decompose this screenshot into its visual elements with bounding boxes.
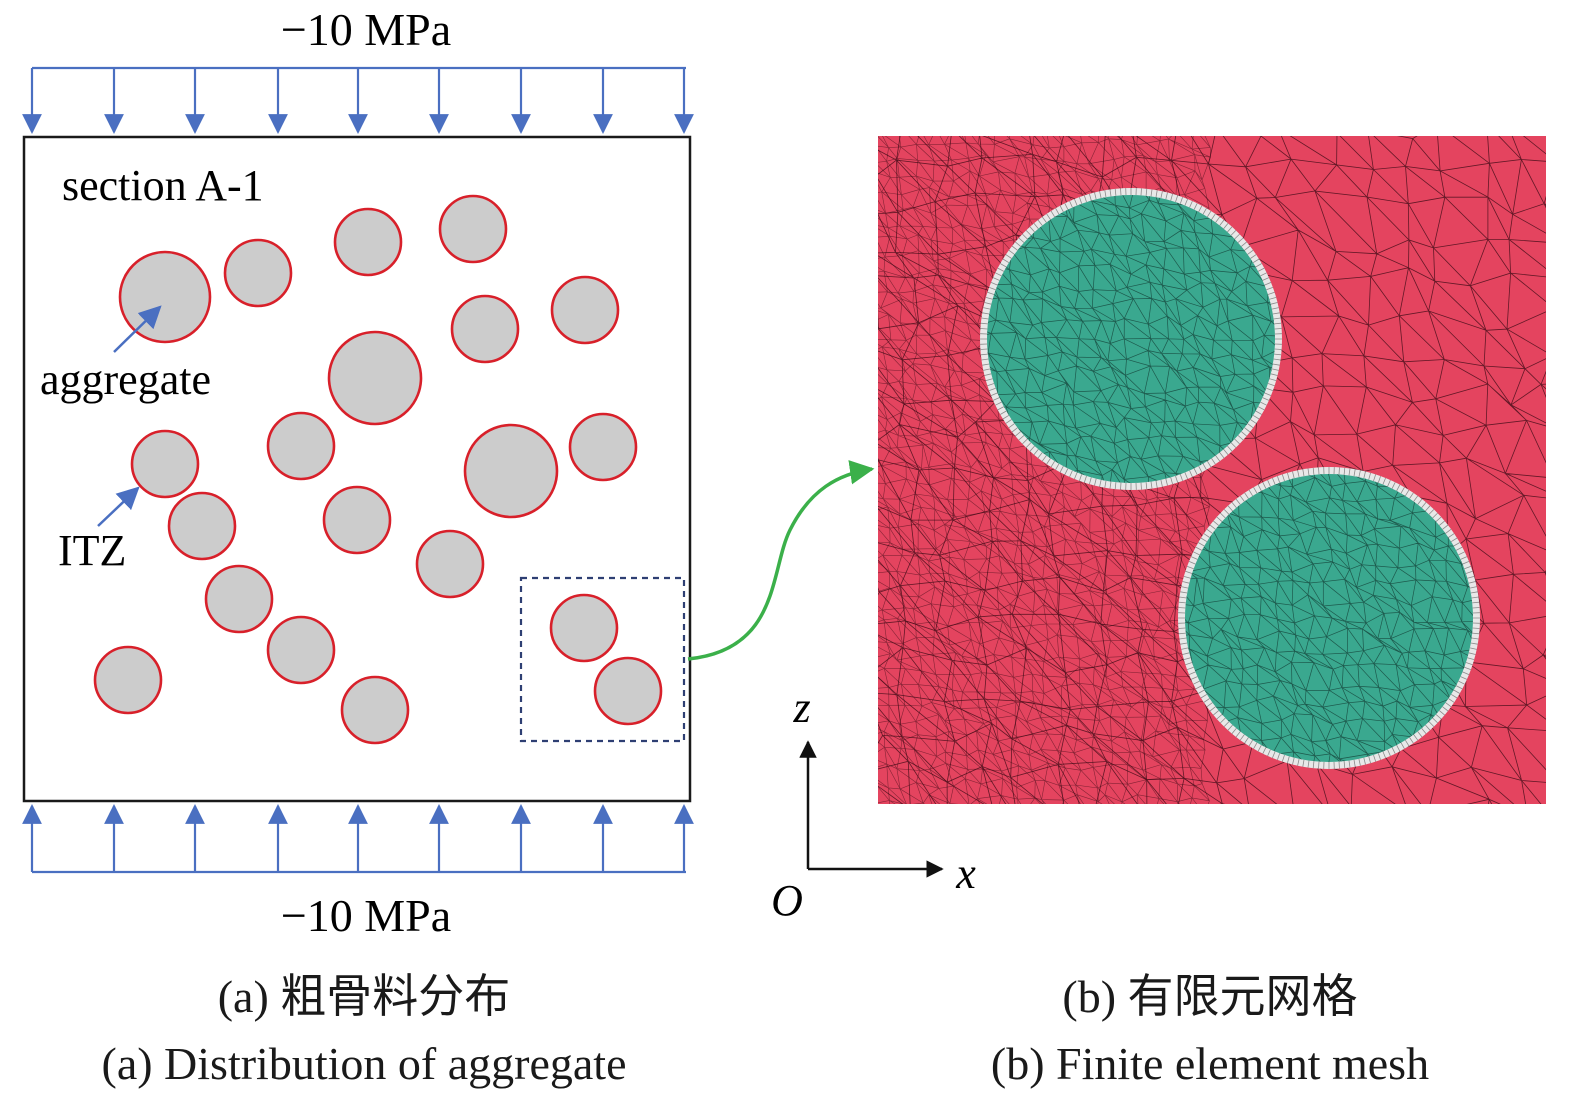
panel-a: −10 MPa section A-1 aggregate ITZ −10 MP… <box>22 4 694 941</box>
itz-pointer <box>97 486 140 527</box>
aggregate-particle <box>327 330 423 426</box>
origin-label: O <box>771 876 803 925</box>
top-load-arrows <box>22 66 694 134</box>
section-label: section A-1 <box>62 161 264 210</box>
aggregate-particle <box>118 250 212 344</box>
load-label-top: −10 MPa <box>281 4 451 55</box>
aggregate-particle <box>450 294 520 364</box>
zoom-region-box <box>519 576 686 743</box>
panel-b <box>878 136 1546 804</box>
mesh-itz-elements <box>980 188 1480 769</box>
aggregate-particle <box>568 412 638 482</box>
aggregate-particle <box>549 593 619 663</box>
zoom-connector-arrow <box>687 460 875 661</box>
aggregate-particle <box>167 491 237 561</box>
aggregate-particles <box>93 194 663 745</box>
x-axis-label: x <box>955 849 976 898</box>
caption-b-cn: (b) 有限元网格 <box>1062 971 1358 1022</box>
aggregate-particle <box>223 238 293 308</box>
coordinate-axes: z x O <box>771 683 976 925</box>
aggregate-particle <box>463 423 559 519</box>
aggregate-particle <box>333 207 403 277</box>
aggregate-label: aggregate <box>40 355 211 404</box>
aggregate-particle <box>204 564 274 634</box>
mesh-itz-ticks <box>1178 467 1480 769</box>
aggregate-particle <box>550 275 620 345</box>
z-axis-label: z <box>792 683 810 732</box>
aggregate-particle <box>130 429 200 499</box>
aggregate-particle <box>438 194 508 264</box>
load-label-bottom: −10 MPa <box>281 890 451 941</box>
aggregate-particle <box>322 485 392 555</box>
aggregate-particle <box>415 529 485 599</box>
aggregate-particle <box>266 615 336 685</box>
caption-a-cn: (a) 粗骨料分布 <box>217 971 511 1022</box>
caption-a-en: (a) Distribution of aggregate <box>101 1038 627 1089</box>
caption-b-en: (b) Finite element mesh <box>990 1038 1430 1089</box>
aggregate-pointer <box>113 305 162 353</box>
aggregate-particle <box>266 411 336 481</box>
itz-label: ITZ <box>58 526 126 575</box>
aggregate-particle <box>340 675 410 745</box>
mesh-itz-ticks <box>980 188 1282 490</box>
aggregate-particle <box>593 656 663 726</box>
aggregate-particle <box>93 645 163 715</box>
bottom-load-arrows <box>22 804 694 874</box>
